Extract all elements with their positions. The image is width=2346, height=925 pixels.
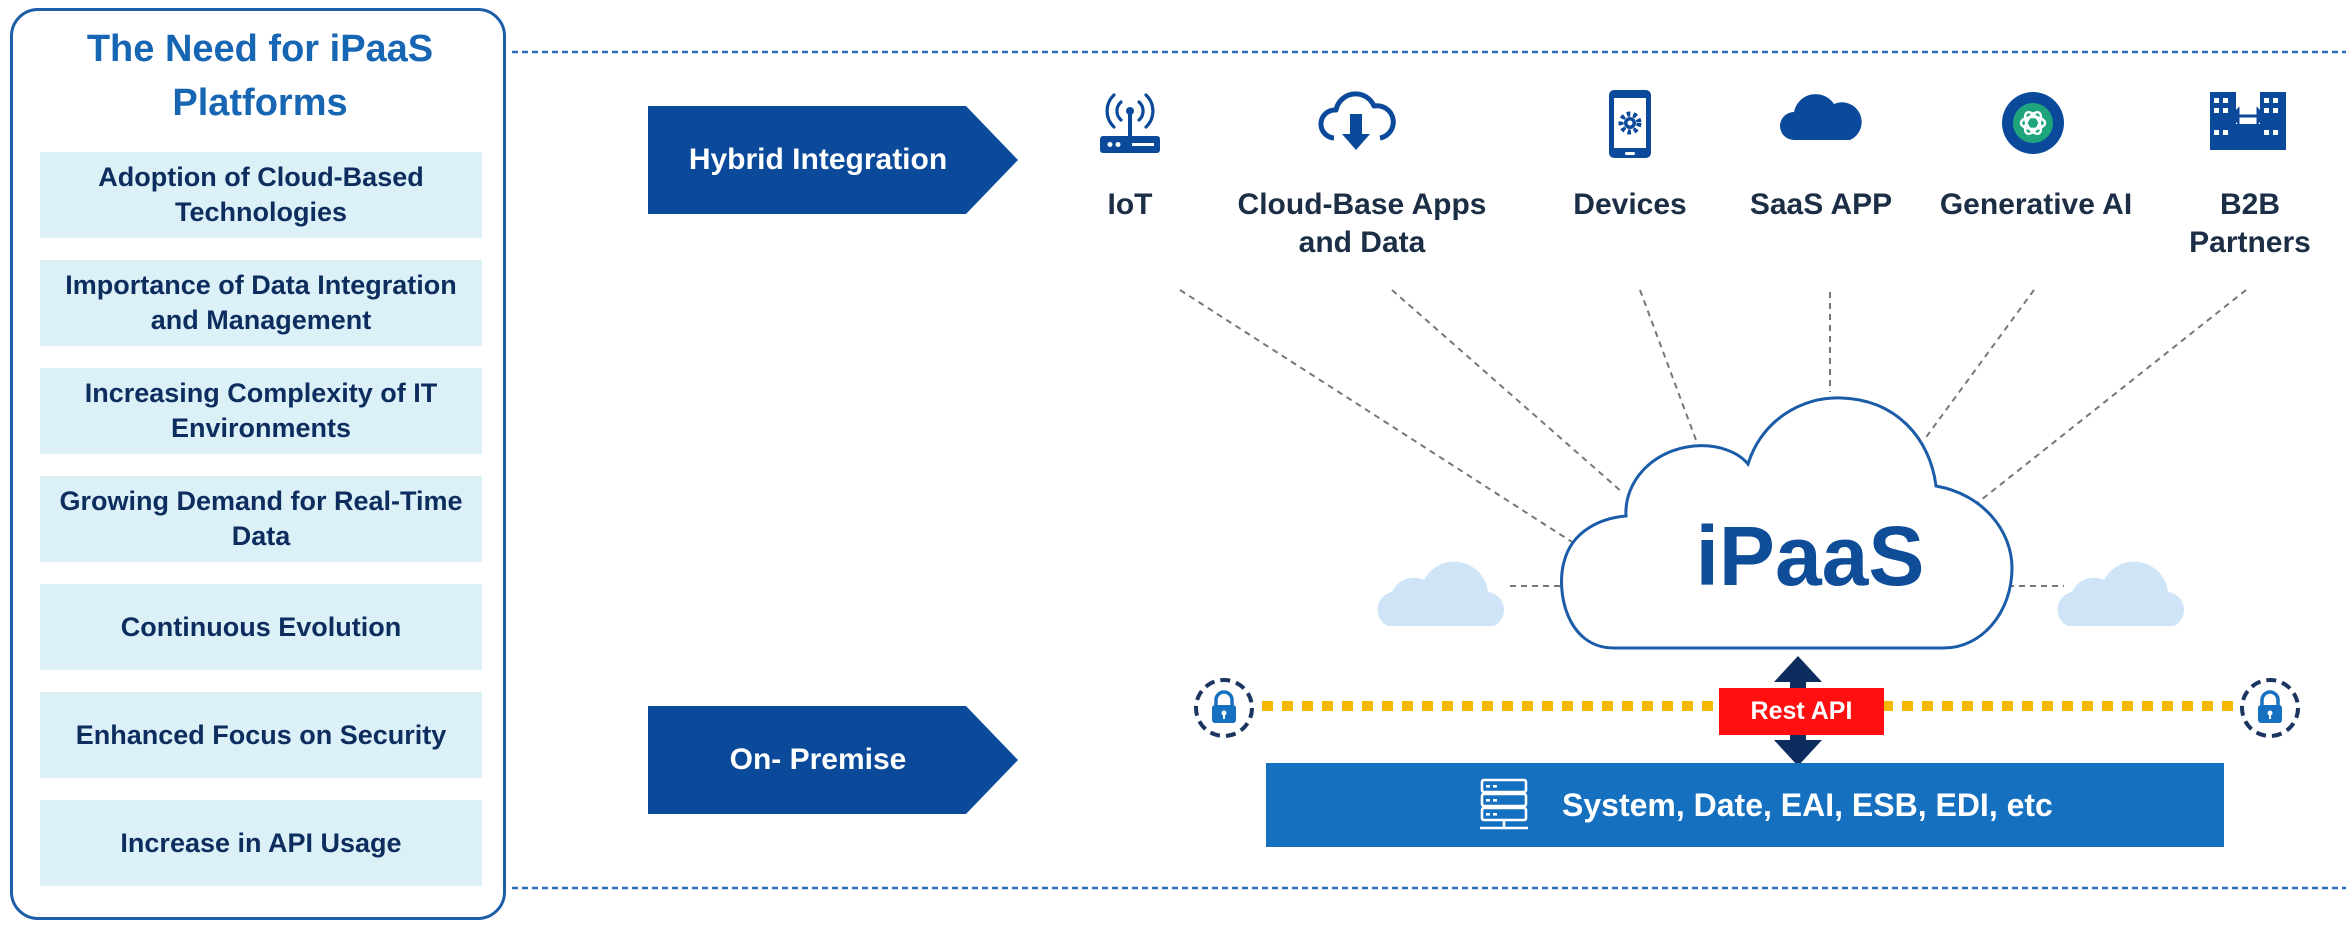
hybrid-arrow-label: Hybrid Integration: [688, 143, 948, 176]
source-label-iot: IoT: [1107, 188, 1153, 221]
lock-icon: [1194, 678, 1254, 738]
system-label: System, Date, EAI, ESB, EDI, etc: [1562, 786, 2053, 823]
hybrid-arrow: [648, 106, 1018, 214]
cloud-download-icon: [1318, 91, 1396, 150]
server-icon: [1480, 778, 1528, 830]
need-item: Adoption of Cloud-Based Technologies: [40, 152, 482, 238]
cloud-icon: [1780, 94, 1862, 140]
source-label-saas: SaaS APP: [1749, 188, 1893, 221]
need-item: Increasing Complexity of IT Environments: [40, 368, 482, 454]
smartphone-gear-icon: [1609, 90, 1651, 158]
ai-logo-icon: [2002, 92, 2064, 154]
ipaas-label: iPaaS: [1695, 509, 1925, 603]
router-icon: [1100, 93, 1160, 153]
onprem-arrow-label: On- Premise: [729, 743, 907, 776]
source-label-devices: Devices: [1573, 188, 1687, 221]
source-label-genai: Generative AI: [1939, 188, 2133, 221]
buildings-exchange-icon: [2210, 92, 2286, 150]
need-item: Growing Demand for Real-Time Data: [40, 476, 482, 562]
onprem-arrow: [648, 706, 1018, 814]
source-label-cloud-apps: Cloud-Base Apps and Data: [1237, 188, 1487, 259]
small-cloud-left: [1377, 561, 1504, 626]
lock-icon: [2240, 678, 2300, 738]
need-item: Continuous Evolution: [40, 584, 482, 670]
ipaas-cloud: [1560, 396, 2014, 650]
rest-api-badge: Rest API: [1719, 688, 1884, 735]
source-label-b2b: B2B Partners: [2189, 188, 2311, 259]
need-item: Importance of Data Integration and Manag…: [40, 260, 482, 346]
small-cloud-right: [2057, 561, 2184, 626]
need-item: Increase in API Usage: [40, 800, 482, 886]
need-item: Enhanced Focus on Security: [40, 692, 482, 778]
system-bar: System, Date, EAI, ESB, EDI, etc: [1266, 763, 2224, 847]
panel-title: The Need for iPaaS Platforms: [86, 28, 434, 124]
